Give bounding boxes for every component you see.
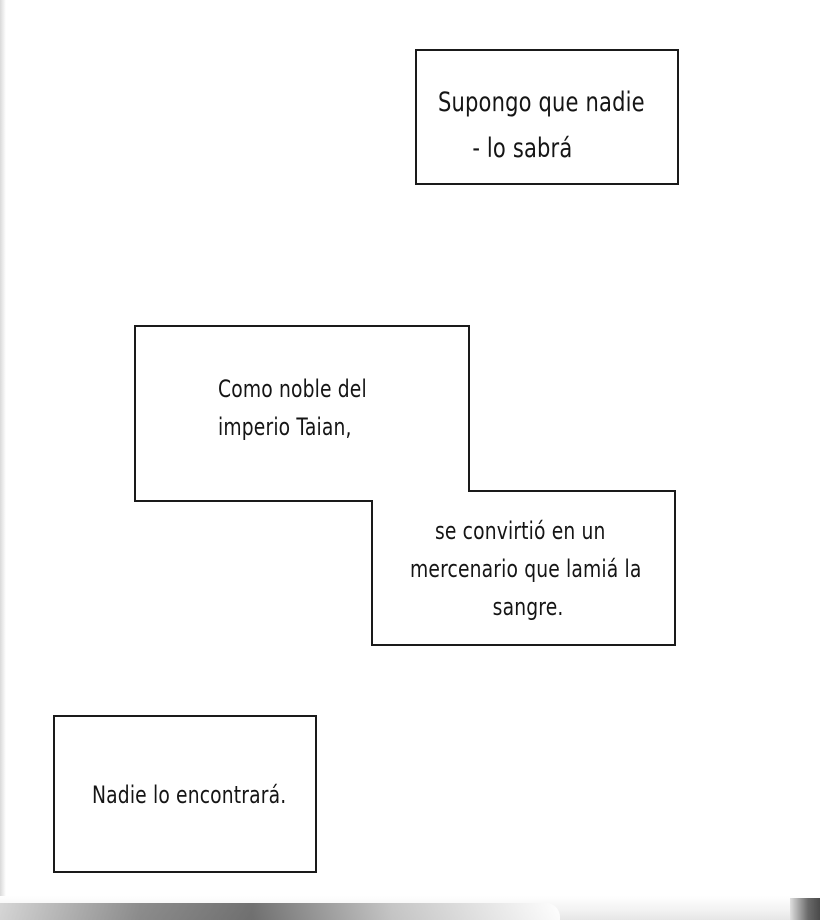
caption-line: - lo sabrá [472, 133, 573, 164]
caption-box-1 [415, 49, 679, 185]
caption-box-4 [53, 715, 317, 873]
next-panel-shadow [0, 903, 560, 920]
caption-text-2: Como noble del imperio Taian, [218, 370, 367, 446]
caption-line: Nadie lo encontrará. [92, 781, 287, 809]
caption-line: se convirtió en un [434, 517, 606, 545]
caption-box-stepped-outline [134, 325, 676, 646]
page-left-shade [0, 0, 6, 920]
caption-line: mercenario que lamiá la [410, 555, 642, 583]
caption-line: imperio Taian, [218, 413, 352, 441]
caption-text-1: Supongo que nadie - lo sabrá [438, 80, 645, 172]
caption-box-stepped [134, 325, 676, 646]
caption-text-3: se convirtió en un mercenario que lamiá … [410, 512, 642, 626]
caption-line: Supongo que nadie [438, 87, 645, 118]
next-panel-corner [790, 898, 820, 920]
caption-line: Como noble del [218, 375, 367, 403]
caption-line: sangre. [492, 593, 564, 621]
caption-text-4: Nadie lo encontrará. [92, 776, 286, 814]
